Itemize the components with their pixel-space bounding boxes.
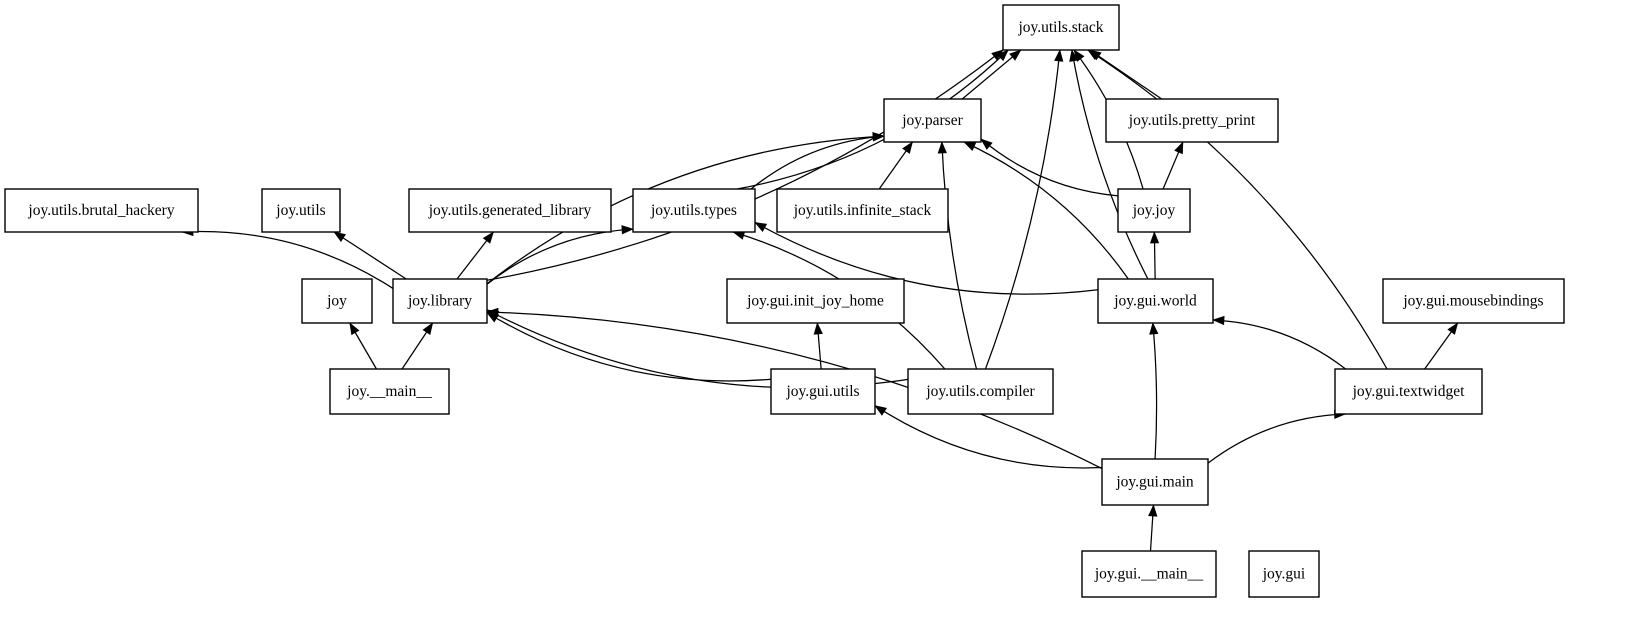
node-box[interactable] <box>726 278 905 324</box>
edge-joy.gui.world-to-joy.utils.types <box>754 221 1099 295</box>
edge-arrowhead <box>1212 315 1225 326</box>
node-box[interactable] <box>1382 278 1565 324</box>
node-joy.parser[interactable]: joy.parser <box>883 98 982 143</box>
edge-arrowhead <box>1447 322 1459 335</box>
node-box[interactable] <box>883 98 982 143</box>
node-box[interactable] <box>1248 550 1320 598</box>
node-box[interactable] <box>907 368 1054 415</box>
edge-joy.utils.types-to-joy.parser <box>750 135 885 190</box>
node-box[interactable] <box>261 188 341 233</box>
edge-arrowhead <box>937 141 947 154</box>
node-joy.utils.types[interactable]: joy.utils.types <box>632 188 756 233</box>
edge-joy.utils.types-to-joy.utils.stack <box>737 49 1009 190</box>
node-box[interactable] <box>392 278 488 324</box>
node-box[interactable] <box>329 368 450 415</box>
edge-arrowhead <box>621 225 634 235</box>
edge-joy.gui.main-to-joy.gui.utils <box>874 405 1103 469</box>
edge-joy.library-to-joy.parser <box>486 135 885 285</box>
edge-arrowhead <box>1148 504 1158 517</box>
node-joy.gui[interactable]: joy.gui <box>1248 550 1320 598</box>
edge-arrowhead <box>1174 141 1184 155</box>
edge-arrowhead <box>1149 231 1160 244</box>
edge-joy.joy-to-joy.parser <box>980 138 1119 197</box>
edge-joy.gui.textwidget-to-joy.gui.world <box>1212 319 1346 370</box>
node-joy.gui.mousebindings[interactable]: joy.gui.mousebindings <box>1382 278 1565 324</box>
node-joy.joy[interactable]: joy.joy <box>1117 188 1191 233</box>
node-joy.utils.generated_library[interactable]: joy.utils.generated_library <box>408 188 612 233</box>
edge-arrowhead <box>902 141 913 154</box>
edge-arrowhead <box>333 231 347 243</box>
node-joy.library[interactable]: joy.library <box>392 278 488 324</box>
edge-arrowhead <box>996 49 1009 62</box>
edge-arrowhead <box>349 322 360 336</box>
node-box[interactable] <box>776 188 949 233</box>
node-joy.utils.infinite_stack[interactable]: joy.utils.infinite_stack <box>776 188 949 233</box>
node-box[interactable] <box>1334 368 1483 415</box>
edge-joy.utils.pretty_print-to-joy.utils.stack <box>1089 49 1163 100</box>
node-box[interactable] <box>1105 98 1279 143</box>
node-joy.__main__[interactable]: joy.__main__ <box>329 368 450 415</box>
edge-arrowhead <box>1087 49 1100 61</box>
node-box[interactable] <box>301 278 373 324</box>
edge-joy.library-to-joy.utils <box>333 231 407 280</box>
node-joy.gui.world[interactable]: joy.gui.world <box>1097 278 1214 324</box>
edge-arrowhead <box>422 322 434 335</box>
edge-arrowhead <box>482 231 494 244</box>
node-box[interactable] <box>1101 458 1209 506</box>
edge-joy.gui.textwidget-to-joy.utils.stack <box>1087 49 1388 370</box>
edge-joy.utils.compiler-to-joy.parser <box>941 141 978 370</box>
edge-arrowhead <box>1149 322 1159 335</box>
edge-arrowhead <box>963 141 977 151</box>
edge-joy.utils.compiler-to-joy.utils.stack <box>984 49 1061 370</box>
node-box[interactable] <box>1097 278 1214 324</box>
node-joy[interactable]: joy <box>301 278 373 324</box>
node-joy.gui.utils[interactable]: joy.gui.utils <box>770 368 876 415</box>
edge-joy.gui.world-to-joy.parser <box>963 141 1129 280</box>
edge-arrowhead <box>1009 49 1022 61</box>
node-joy.gui.init_joy_home[interactable]: joy.gui.init_joy_home <box>726 278 905 324</box>
edge-arrowhead <box>872 132 885 142</box>
node-joy.utils.brutal_hackery[interactable]: joy.utils.brutal_hackery <box>4 188 199 233</box>
node-joy.gui.textwidget[interactable]: joy.gui.textwidget <box>1334 368 1483 415</box>
node-box[interactable] <box>1117 188 1191 233</box>
edge-joy.gui.main-to-joy.library <box>486 311 1103 470</box>
node-joy.utils[interactable]: joy.utils <box>261 188 341 233</box>
edge-joy.gui.world-to-joy.utils.stack <box>1071 49 1149 280</box>
edge-joy.gui.main-to-joy.gui.textwidget <box>1207 413 1346 464</box>
edge-joy.gui.utils-to-joy.library <box>486 312 772 382</box>
edge-arrowhead <box>813 322 823 335</box>
edge-arrowhead <box>1054 49 1064 62</box>
edge-joy.library-to-joy.utils.types <box>486 228 634 285</box>
edge-joy.gui.main-to-joy.gui.world <box>1152 322 1158 460</box>
node-box[interactable] <box>408 188 612 233</box>
node-box[interactable] <box>1002 4 1120 51</box>
node-box[interactable] <box>770 368 876 415</box>
edge-joy.library-to-joy.utils.brutal_hackery <box>181 230 394 289</box>
edge-arrowhead <box>874 405 888 416</box>
edge-arrowhead <box>486 307 499 317</box>
node-joy.gui.__main__[interactable]: joy.gui.__main__ <box>1081 550 1217 598</box>
nodes-layer: joy.utils.stack joy.parser joy.utils.prett… <box>4 4 1565 598</box>
edge-arrowhead <box>754 222 768 233</box>
node-box[interactable] <box>4 188 199 233</box>
edge-arrowhead <box>1069 49 1079 62</box>
node-joy.utils.compiler[interactable]: joy.utils.compiler <box>907 368 1054 415</box>
node-box[interactable] <box>632 188 756 233</box>
edge-arrowhead <box>980 138 993 150</box>
node-joy.gui.main[interactable]: joy.gui.main <box>1101 458 1209 506</box>
edge-joy.library-to-joy.utils.stack <box>486 49 1004 281</box>
node-box[interactable] <box>1081 550 1217 598</box>
node-joy.utils.pretty_print[interactable]: joy.utils.pretty_print <box>1105 98 1279 143</box>
node-joy.utils.stack[interactable]: joy.utils.stack <box>1002 4 1120 51</box>
